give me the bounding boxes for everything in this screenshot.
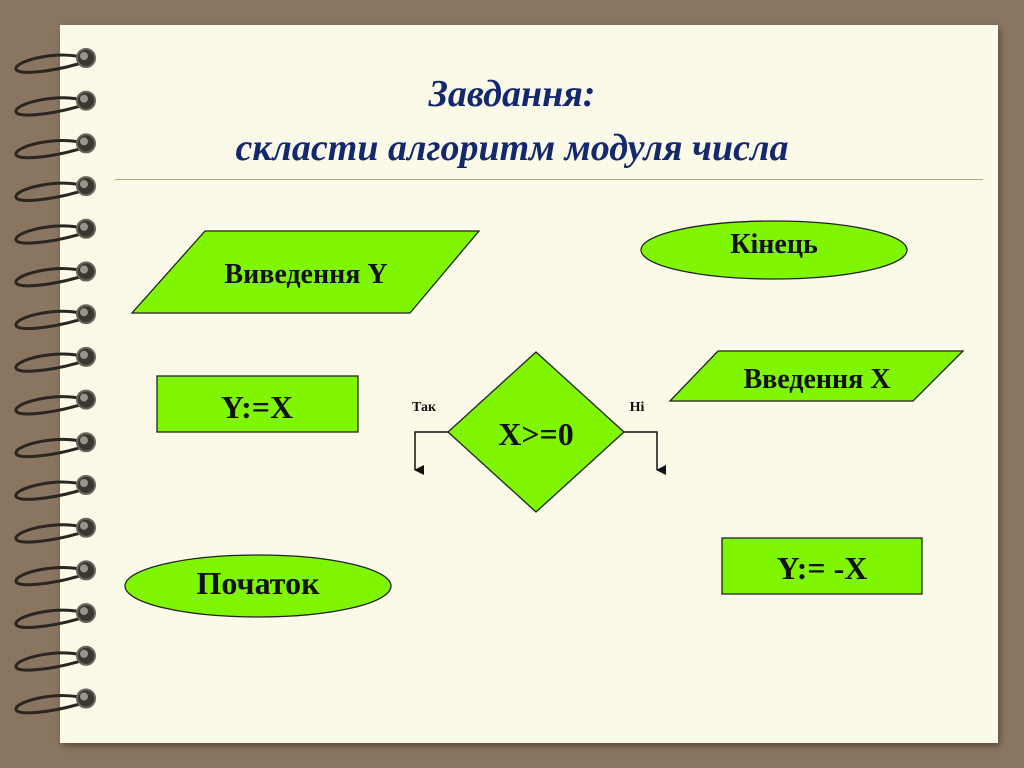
start-block: Початок (125, 555, 391, 617)
start-label: Початок (196, 565, 320, 601)
assign-y-x-block: Y:=X (157, 376, 358, 432)
decision-block: X>=0 (448, 352, 624, 512)
decision-label: X>=0 (498, 416, 574, 452)
assign-y-neg-x-block: Y:= -X (722, 538, 922, 594)
input-x-block: Введення X (670, 351, 963, 401)
no-branch-label: Ні (630, 400, 645, 415)
end-label: Кінець (730, 229, 818, 260)
yes-branch-label: Так (412, 400, 437, 415)
assign-y-x-label: Y:=X (221, 389, 293, 425)
input-x-label: Введення X (743, 364, 890, 395)
assign-y-neg-x-label: Y:= -X (777, 550, 868, 586)
output-y-block: Виведення Y (132, 231, 479, 313)
end-block: Кінець (641, 221, 907, 279)
output-y-label: Виведення Y (224, 259, 387, 290)
